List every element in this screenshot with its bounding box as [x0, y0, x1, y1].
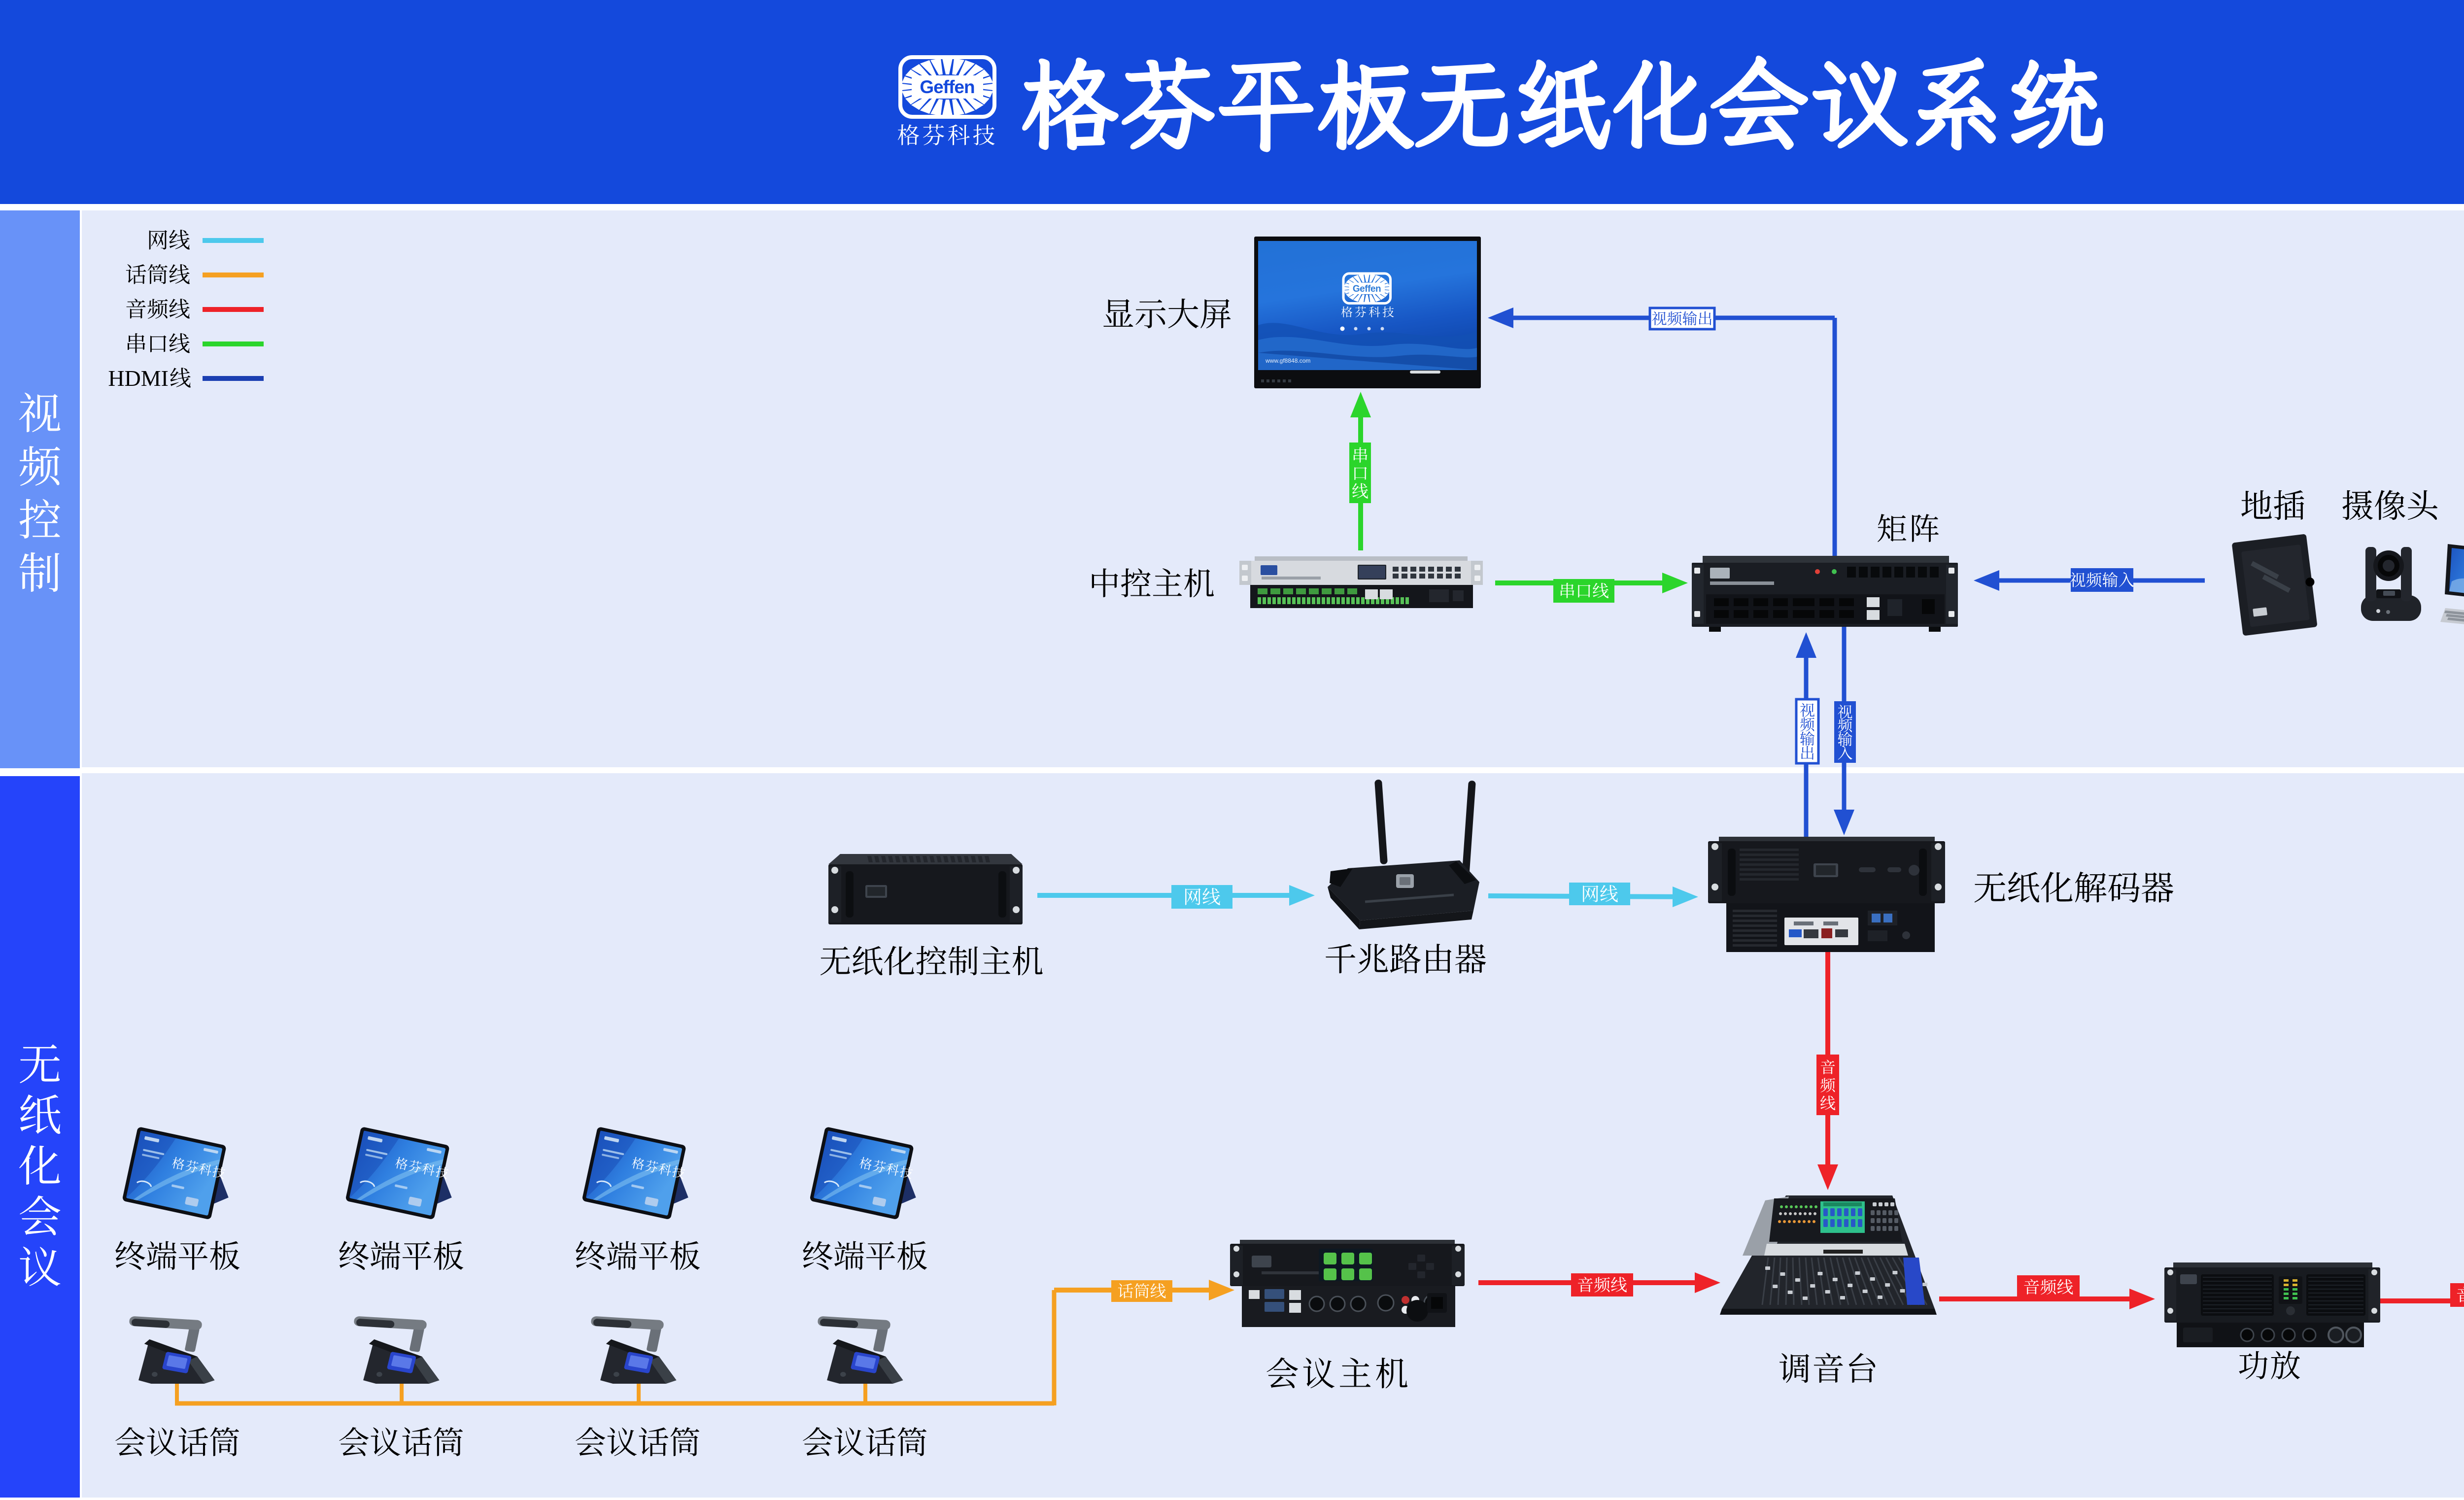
- svg-text:Geffen: Geffen: [1353, 284, 1381, 294]
- svg-text:HDMI: HDMI: [108, 366, 169, 391]
- svg-text:www.gf8848.com: www.gf8848.com: [1265, 357, 1310, 364]
- svg-text:Geffen: Geffen: [920, 77, 974, 97]
